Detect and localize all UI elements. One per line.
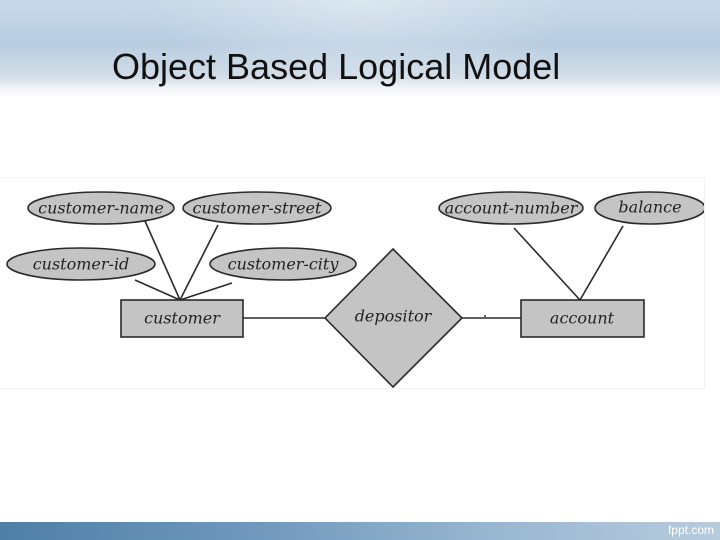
relationship-depositor-diamond xyxy=(323,247,464,388)
attribute-customer-city-ellipse xyxy=(209,247,357,281)
attribute-balance-ellipse xyxy=(594,191,704,225)
link-customer-street xyxy=(179,224,219,301)
link-customer-city xyxy=(179,282,233,301)
attribute-customer-street-ellipse xyxy=(182,191,332,225)
entity-customer-label: customer xyxy=(144,309,221,328)
er-diagram: customer-name customer-street customer-i… xyxy=(6,191,704,388)
entity-customer-box xyxy=(120,299,244,338)
link-customer-id xyxy=(134,279,181,301)
link-balance xyxy=(579,225,624,301)
slide-title: Object Based Logical Model xyxy=(112,46,561,87)
footer-brand: fppt.com xyxy=(667,523,714,537)
attribute-customer-name-ellipse xyxy=(27,191,175,225)
attribute-balance-label: balance xyxy=(618,198,681,217)
entity-account-box xyxy=(520,299,645,338)
attribute-customer-id-label: customer-id xyxy=(33,255,130,274)
footer-band xyxy=(0,522,720,540)
entity-account-label: account xyxy=(550,309,615,328)
link-account-number xyxy=(513,227,581,301)
attribute-customer-city-label: customer-city xyxy=(228,255,340,274)
attribute-customer-name-label: customer-name xyxy=(38,199,164,218)
attribute-account-number-label: account-number xyxy=(445,199,579,218)
attribute-customer-street-label: customer-street xyxy=(193,199,322,218)
attribute-account-number-ellipse xyxy=(438,191,584,225)
header-band xyxy=(0,0,720,98)
attribute-customer-id-ellipse xyxy=(6,247,156,281)
link-customer-name xyxy=(144,220,181,301)
relationship-depositor-label: depositor xyxy=(355,307,433,326)
stray-dot xyxy=(484,315,486,317)
